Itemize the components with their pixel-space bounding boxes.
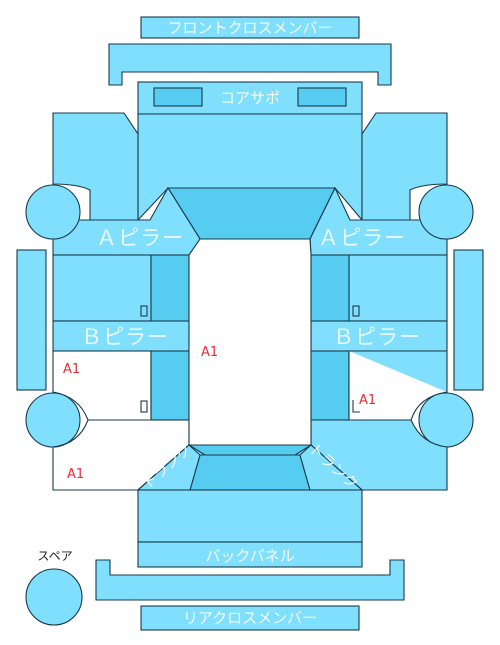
side-sill-left[interactable] bbox=[16, 249, 47, 391]
core-support-right-hole bbox=[297, 87, 347, 107]
rear-cross-member-label: リアクロスメンバー bbox=[183, 609, 317, 627]
spare-tire[interactable] bbox=[25, 568, 83, 626]
front-door-right[interactable] bbox=[348, 254, 448, 322]
rear-door-left-handle bbox=[140, 400, 148, 413]
damage-marker-cabin: A1 bbox=[201, 345, 218, 360]
rear-cross-member-panel[interactable] bbox=[140, 605, 360, 631]
trunk-center[interactable] bbox=[189, 454, 311, 491]
front-door-right-handle bbox=[352, 305, 360, 317]
front-cross-member-panel[interactable] bbox=[140, 16, 360, 39]
front-cross-member-label: フロントクロスメンバー bbox=[167, 19, 332, 37]
cabin-opening bbox=[188, 238, 312, 446]
front-bumper-bracket[interactable] bbox=[108, 43, 392, 86]
a-pillar-right-label: Ａピラー bbox=[318, 226, 406, 250]
front-fender-right[interactable] bbox=[361, 112, 448, 221]
front-right-wheel[interactable] bbox=[418, 184, 474, 240]
core-support-label: コアサポ bbox=[220, 89, 280, 107]
a-pillar-left-label: Ａピラー bbox=[96, 226, 184, 250]
b-pillar-right-label: Ｂピラー bbox=[333, 325, 421, 349]
side-sill-right[interactable] bbox=[453, 249, 484, 391]
damage-marker-rear-door-left: A1 bbox=[63, 362, 80, 377]
rear-bumper-bracket[interactable] bbox=[95, 559, 405, 601]
rear-left-wheel[interactable] bbox=[25, 392, 81, 448]
front-fender-left[interactable] bbox=[52, 112, 139, 221]
b-pillar-left-label: Ｂピラー bbox=[81, 325, 169, 349]
core-support-left-hole bbox=[153, 87, 203, 107]
front-door-left-handle bbox=[140, 305, 148, 317]
back-panel-label: バックパネル bbox=[205, 547, 294, 565]
damage-marker-rear-quarter-left: A1 bbox=[67, 467, 84, 482]
back-panel[interactable] bbox=[137, 541, 363, 568]
b-pillar-right-panel[interactable] bbox=[310, 320, 448, 352]
front-door-left[interactable] bbox=[52, 254, 152, 322]
rear-body-panel[interactable] bbox=[137, 489, 363, 543]
damage-marker-rear-door-right: A1 bbox=[359, 393, 376, 408]
rear-right-wheel[interactable] bbox=[418, 392, 474, 448]
spare-label: スペア bbox=[37, 549, 72, 563]
rear-door-right-handle bbox=[352, 400, 360, 413]
front-left-wheel[interactable] bbox=[25, 184, 81, 240]
